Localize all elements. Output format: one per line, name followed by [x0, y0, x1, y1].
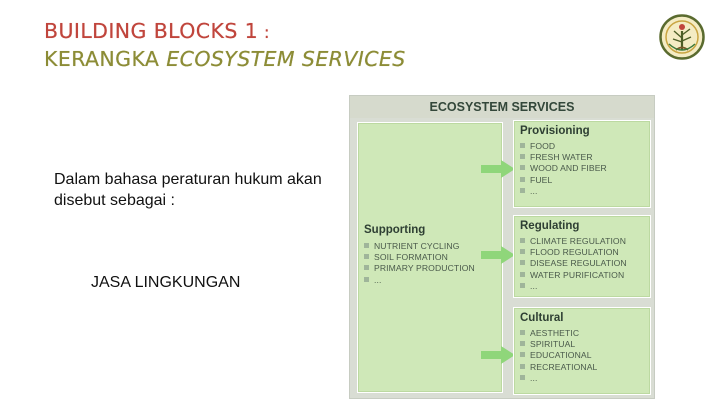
- list-item: DISEASE REGULATION: [520, 258, 627, 269]
- bullet-icon: [520, 341, 525, 347]
- bullet-icon: [520, 238, 525, 243]
- list-item: FUEL: [520, 175, 607, 186]
- ecosystem-services-diagram: ECOSYSTEM SERVICES Supporting NUTRIENT C…: [349, 95, 655, 399]
- arrow-right-icon: [481, 346, 515, 364]
- list-item: EDUCATIONAL: [520, 350, 597, 361]
- bullet-icon: [520, 271, 525, 277]
- list-item: FRESH WATER: [520, 152, 607, 163]
- list-item: SPIRITUAL: [520, 339, 597, 350]
- ministry-logo-icon: [659, 14, 705, 60]
- provisioning-list: FOOD FRESH WATER WOOD AND FIBER FUEL ...: [520, 141, 607, 197]
- bullet-icon: [520, 165, 525, 171]
- bullet-icon: [520, 374, 525, 380]
- jasa-lingkungan-text: JASA LINGKUNGAN: [91, 274, 241, 291]
- cultural-list: AESTHETIC SPIRITUAL EDUCATIONAL RECREATI…: [520, 328, 597, 384]
- bullet-icon: [520, 143, 525, 148]
- supporting-panel: Supporting NUTRIENT CYCLING SOIL FORMATI…: [357, 122, 503, 393]
- provisioning-title: Provisioning: [520, 125, 590, 137]
- list-item: NUTRIENT CYCLING: [364, 241, 475, 252]
- list-item: PRIMARY PRODUCTION: [364, 263, 475, 274]
- bullet-icon: [520, 249, 525, 255]
- bullet-icon: [520, 352, 525, 358]
- title-line-1: BUILDING BLOCKS 1 :: [44, 19, 271, 43]
- body-text: Dalam bahasa peraturan hukum akan disebu…: [54, 171, 322, 209]
- bullet-icon: [364, 276, 369, 282]
- list-item: RECREATIONAL: [520, 362, 597, 373]
- list-item: ...: [520, 186, 607, 197]
- supporting-list: NUTRIENT CYCLING SOIL FORMATION PRIMARY …: [364, 241, 475, 286]
- regulating-panel: Regulating CLIMATE REGULATION FLOOD REGU…: [513, 215, 651, 298]
- bullet-icon: [520, 282, 525, 288]
- list-item: WATER PURIFICATION: [520, 270, 627, 281]
- bullet-icon: [364, 254, 369, 260]
- list-item: CLIMATE REGULATION: [520, 236, 627, 247]
- bullet-icon: [520, 187, 525, 193]
- title-line-2: KERANGKA ECOSYSTEM SERVICES: [44, 47, 406, 71]
- bullet-icon: [520, 176, 525, 182]
- list-item: FOOD: [520, 141, 607, 152]
- list-item: ...: [364, 275, 475, 286]
- list-item: ...: [520, 373, 597, 384]
- arrow-right-icon: [481, 246, 515, 264]
- list-item: AESTHETIC: [520, 328, 597, 339]
- diagram-header: ECOSYSTEM SERVICES: [350, 96, 654, 118]
- slide-title: BUILDING BLOCKS 1 : KERANGKA ECOSYSTEM S…: [44, 18, 406, 72]
- list-item: FLOOD REGULATION: [520, 247, 627, 258]
- list-item: SOIL FORMATION: [364, 252, 475, 263]
- bullet-icon: [520, 330, 525, 335]
- bullet-icon: [520, 154, 525, 160]
- bullet-icon: [520, 363, 525, 369]
- supporting-title: Supporting: [364, 224, 426, 236]
- arrow-right-icon: [481, 160, 515, 178]
- regulating-list: CLIMATE REGULATION FLOOD REGULATION DISE…: [520, 236, 627, 292]
- bullet-icon: [520, 260, 525, 266]
- cultural-title: Cultural: [520, 312, 564, 324]
- list-item: WOOD AND FIBER: [520, 163, 607, 174]
- regulating-title: Regulating: [520, 220, 580, 232]
- cultural-panel: Cultural AESTHETIC SPIRITUAL EDUCATIONAL…: [513, 307, 651, 395]
- bullet-icon: [364, 243, 369, 248]
- provisioning-panel: Provisioning FOOD FRESH WATER WOOD AND F…: [513, 120, 651, 208]
- bullet-icon: [364, 265, 369, 271]
- list-item: ...: [520, 281, 627, 292]
